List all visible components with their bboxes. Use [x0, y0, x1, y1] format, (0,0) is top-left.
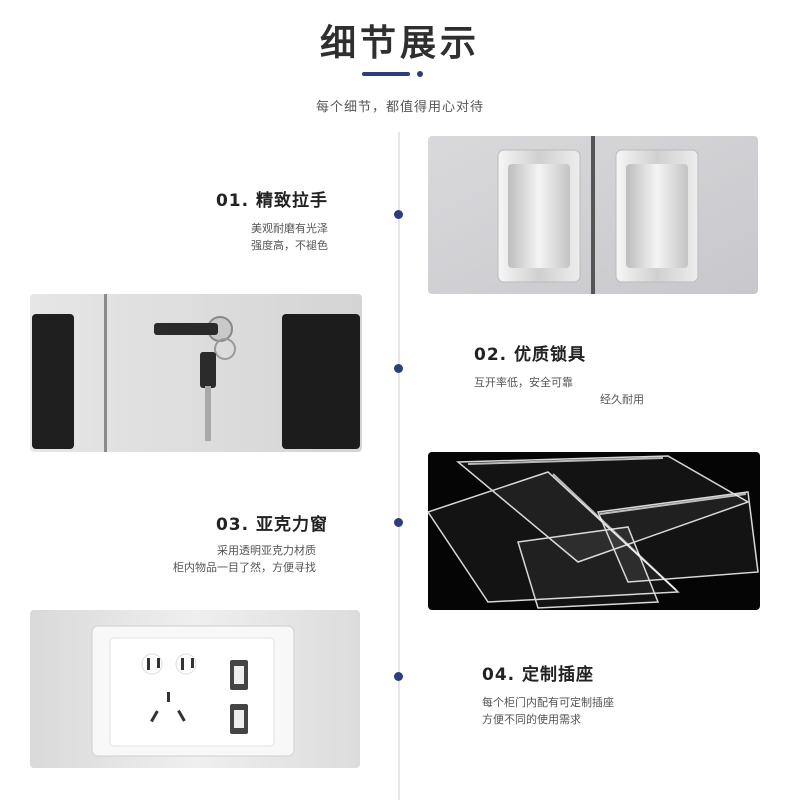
- timeline-node-3: [394, 518, 403, 527]
- feature-3-heading: 03. 亚克力窗: [215, 515, 328, 535]
- feature-3-desc-line2: 柜内物品一目了然，方便寻找: [173, 561, 316, 574]
- socket-image: [30, 610, 360, 768]
- feature-3-desc: 采用透明亚克力材质 柜内物品一目了然，方便寻找: [60, 542, 316, 576]
- page-subtitle: 每个细节，都值得用心对待: [315, 100, 484, 115]
- timeline-node-1: [394, 210, 403, 219]
- feature-2-desc-line2: 经久耐用: [600, 393, 644, 406]
- feature-2-desc: 互开率低，安全可靠 经久耐用: [474, 374, 644, 408]
- feature-4-desc-line2: 方便不同的使用需求: [482, 713, 581, 726]
- feature-1-desc-line1: 美观耐磨有光泽: [251, 222, 328, 235]
- feature-4-heading: 04. 定制插座: [482, 665, 595, 685]
- lock-image: [30, 294, 362, 452]
- feature-1-desc: 美观耐磨有光泽 强度高，不褪色: [60, 220, 328, 254]
- title-underline: [362, 72, 410, 76]
- timeline-node-2: [394, 364, 403, 373]
- acrylic-image: [428, 452, 760, 610]
- feature-1-desc-line2: 强度高，不褪色: [251, 239, 328, 252]
- feature-3-desc-line1: 采用透明亚克力材质: [217, 544, 316, 557]
- feature-1-heading: 01. 精致拉手: [215, 191, 328, 211]
- feature-4-desc: 每个柜门内配有可定制插座 方便不同的使用需求: [482, 694, 702, 728]
- timeline-line: [398, 132, 400, 800]
- title-underline-dot: [417, 71, 423, 77]
- feature-2-desc-line1: 互开率低，安全可靠: [474, 376, 573, 389]
- feature-2-heading: 02. 优质锁具: [474, 345, 587, 365]
- page-title: 细节展示: [319, 23, 480, 64]
- timeline-node-4: [394, 672, 403, 681]
- handle-image: [428, 136, 758, 294]
- feature-4-desc-line1: 每个柜门内配有可定制插座: [482, 696, 614, 709]
